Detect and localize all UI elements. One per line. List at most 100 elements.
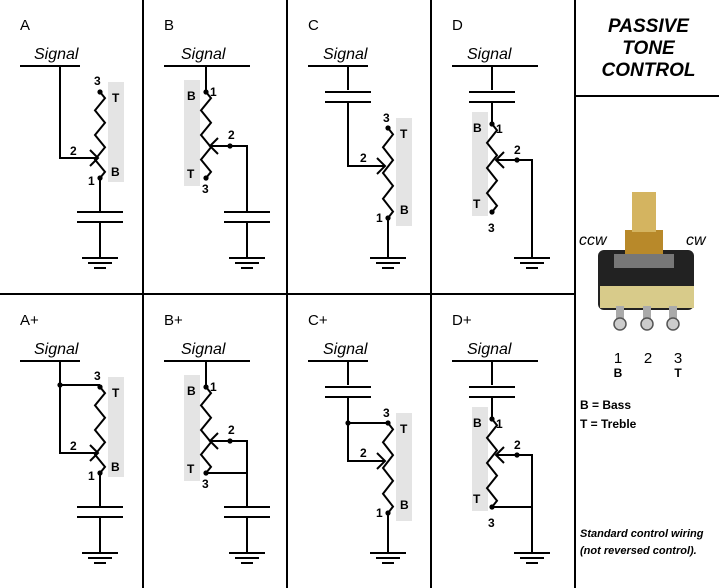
- pin-2-label: 2: [228, 128, 235, 142]
- pin-1-label: 1: [210, 85, 217, 99]
- pot-highlight: [108, 82, 124, 182]
- pot-lug-eye-3: [666, 317, 680, 331]
- pin-2-label: 2: [360, 151, 367, 165]
- signal-label: Signal: [323, 341, 368, 358]
- wire: [59, 361, 83, 454]
- pin-2-label: 2: [514, 438, 521, 452]
- pot-nut: [614, 254, 674, 268]
- junction-dot: [345, 420, 351, 426]
- treble-label: T: [187, 167, 195, 181]
- pin-1-label: 1: [496, 417, 503, 431]
- legend-treble: T = Treble: [580, 417, 637, 431]
- pot-highlight: [472, 112, 488, 216]
- panel-label: D+: [452, 312, 472, 329]
- pin-1-label: 1: [88, 174, 95, 188]
- pin-3-label: 3: [383, 406, 390, 420]
- wiper-arrow: [89, 444, 100, 462]
- treble-label: T: [112, 386, 120, 400]
- treble-label: T: [400, 422, 408, 436]
- signal-label: Signal: [323, 46, 368, 63]
- pin-3-label: 3: [94, 74, 101, 88]
- pot-bushing: [625, 230, 663, 258]
- resistor-zigzag: [381, 127, 395, 219]
- bass-label: B: [187, 384, 196, 398]
- treble-label: T: [473, 197, 481, 211]
- wiring-note: Standard control wiring (not reversed co…: [580, 528, 704, 557]
- legend-bass: B = Bass: [580, 398, 632, 412]
- bass-label: B: [400, 203, 409, 217]
- pin-2-label: 2: [70, 144, 77, 158]
- circuit-panel-7: C+ Signal 3 2 1 T B: [308, 312, 412, 564]
- treble-label: T: [473, 492, 481, 506]
- pot-highlight: [184, 80, 200, 186]
- pin-3-label: 3: [488, 221, 495, 235]
- junction-dot: [203, 175, 209, 181]
- pot-terminal-3-role: T: [674, 366, 682, 380]
- resistor-zigzag: [381, 422, 395, 514]
- pin-2-label: 2: [228, 423, 235, 437]
- pin-2-label: 2: [514, 143, 521, 157]
- pot-terminal-3-label: 3: [674, 350, 682, 367]
- wire: [230, 440, 248, 507]
- pot-shaft: [632, 192, 656, 232]
- pin-2-label: 2: [70, 439, 77, 453]
- resistor-zigzag: [199, 386, 213, 474]
- junction-dot: [489, 209, 495, 215]
- pot-lug-eye-2: [640, 317, 654, 331]
- wire: [517, 454, 533, 553]
- signal-label: Signal: [181, 46, 226, 63]
- resistor-zigzag: [93, 386, 107, 474]
- pin-1-label: 1: [376, 506, 383, 520]
- pot-highlight: [108, 377, 124, 477]
- pin-3-label: 3: [202, 182, 209, 196]
- panel-label: C+: [308, 312, 328, 329]
- bass-label: B: [473, 416, 482, 430]
- pin-1-label: 1: [376, 211, 383, 225]
- ccw-label: ccw: [579, 232, 608, 249]
- signal-label: Signal: [467, 46, 512, 63]
- resistor-zigzag: [199, 91, 213, 179]
- signal-label: Signal: [34, 46, 79, 63]
- pot-highlight: [472, 407, 488, 511]
- pin-2-label: 2: [360, 446, 367, 460]
- title-line-2: TONE: [622, 38, 675, 59]
- cw-label: cw: [686, 232, 707, 249]
- wiper-arrow: [494, 446, 505, 464]
- panel-label: D: [452, 17, 463, 34]
- pot-lug-2: [643, 306, 651, 320]
- wire: [347, 102, 370, 167]
- panel-label: B: [164, 17, 174, 34]
- wiper-arrow: [89, 149, 100, 167]
- signal-label: Signal: [34, 341, 79, 358]
- treble-label: T: [187, 462, 195, 476]
- pot-lug-3: [669, 306, 677, 320]
- wiper-arrow: [208, 137, 219, 155]
- pin-3-label: 3: [202, 477, 209, 491]
- treble-label: T: [112, 91, 120, 105]
- treble-label: T: [400, 127, 408, 141]
- bass-label: B: [400, 498, 409, 512]
- resistor-zigzag: [485, 123, 499, 213]
- pot-lug-eye-1: [613, 317, 627, 331]
- bass-label: B: [111, 165, 120, 179]
- pin-1-label: 1: [496, 122, 503, 136]
- signal-label: Signal: [181, 341, 226, 358]
- panel-label: A: [20, 17, 30, 34]
- wire: [230, 145, 248, 212]
- pot-terminal-1-role: B: [614, 366, 623, 380]
- junction-dot: [97, 470, 103, 476]
- wiper-arrow: [376, 157, 387, 175]
- wiper-arrow: [494, 151, 505, 169]
- wire: [517, 159, 533, 258]
- panel-label: C: [308, 17, 319, 34]
- page-title: PASSIVE TONE CONTROL: [578, 16, 719, 82]
- bass-label: B: [111, 460, 120, 474]
